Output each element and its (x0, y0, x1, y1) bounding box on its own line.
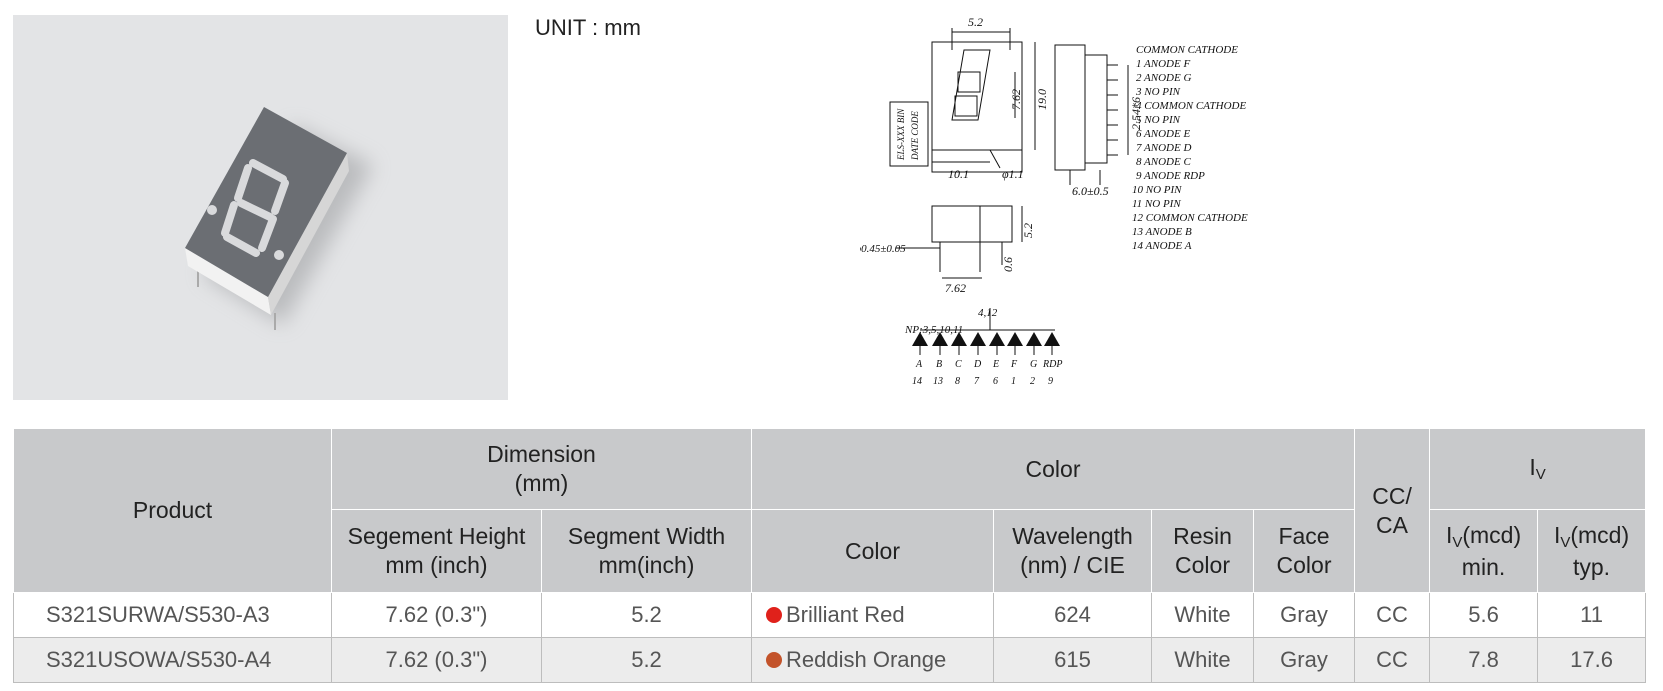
dimension-drawing: 5.2 7.62 19.0 10.1 φ1.1 6.0±0.5 2.54*6 E… (860, 15, 1248, 387)
table-row: S321SURWA/S530-A3 7.62 (0.3") 5.2 Brilli… (13, 592, 1647, 638)
header-cc-ca: CC/CA (1354, 428, 1431, 593)
pin-list-item: 3 NO PIN (1135, 86, 1181, 98)
pin-list-item: 4 COMMON CATHODE (1136, 100, 1246, 112)
dim-depth: 6.0±0.5 (1072, 184, 1109, 198)
side-label-1: ELS-XXX BIN (896, 108, 906, 161)
header-iv-min: IV(mcd)min. (1429, 509, 1539, 593)
segment-width-cell: 5.2 (541, 592, 752, 638)
wavelength-cell: 615 (993, 637, 1152, 683)
pin-list-item: 13 ANODE B (1132, 226, 1192, 238)
circuit-letter: B (936, 359, 942, 370)
pin-list-item: 6 ANODE E (1136, 128, 1190, 140)
table-row: S321USOWA/S530-A4 7.62 (0.3") 5.2 Reddis… (13, 637, 1647, 683)
dim-lead: 0.6 (1001, 257, 1015, 272)
circuit-common: 4,12 (978, 307, 998, 319)
pin-list-item: 9 ANODE RDP (1136, 170, 1205, 182)
resin-color-cell: White (1151, 637, 1254, 683)
pin-list-item: 12 COMMON CATHODE (1132, 212, 1248, 224)
pin-list-item: 10 NO PIN (1132, 184, 1182, 196)
circuit-number: 13 (933, 376, 943, 387)
circuit-letter: G (1030, 359, 1037, 370)
circuit-number: 1 (1011, 376, 1016, 387)
seven-segment-display-image (185, 107, 373, 330)
pin-list-item: 5 NO PIN (1136, 114, 1181, 126)
pin-list-item: COMMON CATHODE (1136, 44, 1238, 56)
segment-height-cell: 7.62 (0.3") (331, 592, 542, 638)
circuit-np: NP:3,5,10,11 (904, 324, 963, 336)
side-label-2: DATE CODE (910, 111, 920, 161)
header-color-group: Color (750, 428, 1356, 510)
product-cell: S321USOWA/S530-A4 (13, 637, 332, 683)
circuit-letter: E (992, 359, 999, 370)
cc-ca-cell: CC (1354, 592, 1431, 638)
cc-ca-cell: CC (1354, 637, 1431, 683)
circuit-number: 14 (912, 376, 922, 387)
pin-list-item: 1 ANODE F (1136, 58, 1190, 70)
circuit-letter: A (915, 359, 923, 370)
resin-color-cell: White (1151, 592, 1254, 638)
iv-min-cell: 5.6 (1429, 592, 1539, 638)
header-color: Color (751, 509, 994, 593)
iv-typ-cell: 11 (1537, 592, 1647, 638)
dim-pitch: 2.54*6 (1129, 97, 1143, 130)
circuit-letter: F (1010, 359, 1018, 370)
circuit-number: 7 (974, 376, 980, 387)
pin-list-item: 2 ANODE G (1136, 72, 1191, 84)
dim-height: 19.0 (1035, 89, 1049, 110)
circuit-number: 9 (1048, 376, 1053, 387)
header-iv: IV (1429, 428, 1647, 510)
dim-side: 5.2 (1021, 223, 1035, 238)
circuit-number: 2 (1030, 376, 1035, 387)
color-dot-icon (766, 607, 782, 623)
pin-list-item: 14 ANODE A (1132, 240, 1192, 252)
dim-width: 10.1 (948, 167, 969, 181)
dim-pin: φ0.45±0.05 (860, 243, 906, 255)
dim-row: 7.62 (945, 281, 966, 295)
dim-digit-height: 7.62 (1009, 89, 1023, 110)
color-cell: Brilliant Red (751, 592, 994, 638)
unit-label: UNIT : mm (535, 15, 641, 40)
color-cell: Reddish Orange (751, 637, 994, 683)
header-dimension: Dimension(mm) (331, 428, 752, 510)
segment-height-cell: 7.62 (0.3") (331, 637, 542, 683)
dim-top: 5.2 (968, 15, 983, 29)
circuit-number: 6 (993, 376, 998, 387)
iv-min-cell: 7.8 (1429, 637, 1539, 683)
pin-list-item: 7 ANODE D (1136, 142, 1191, 154)
pin-list-item: 8 ANODE C (1136, 156, 1191, 168)
face-color-cell: Gray (1252, 592, 1356, 638)
header-iv-typ: IV(mcd)typ. (1537, 509, 1647, 593)
spec-table: Product Dimension(mm) Color CC/CA IV Seg… (13, 428, 1647, 683)
color-dot-icon (766, 652, 782, 668)
face-color-cell: Gray (1252, 637, 1356, 683)
header-product: Product (13, 428, 332, 593)
circuit-letter: RDP (1042, 359, 1062, 370)
circuit-letter: D (973, 359, 982, 370)
dim-hole: φ1.1 (1002, 167, 1024, 181)
circuit-number: 8 (955, 376, 960, 387)
product-cell: S321SURWA/S530-A3 (13, 592, 332, 638)
segment-width-cell: 5.2 (541, 637, 752, 683)
product-photo (13, 15, 508, 400)
wavelength-cell: 624 (993, 592, 1152, 638)
circuit-letter: C (955, 359, 962, 370)
header-wavelength: Wavelength(nm) / CIE (993, 509, 1152, 593)
pin-list-item: 11 NO PIN (1132, 198, 1181, 210)
iv-typ-cell: 17.6 (1537, 637, 1647, 683)
